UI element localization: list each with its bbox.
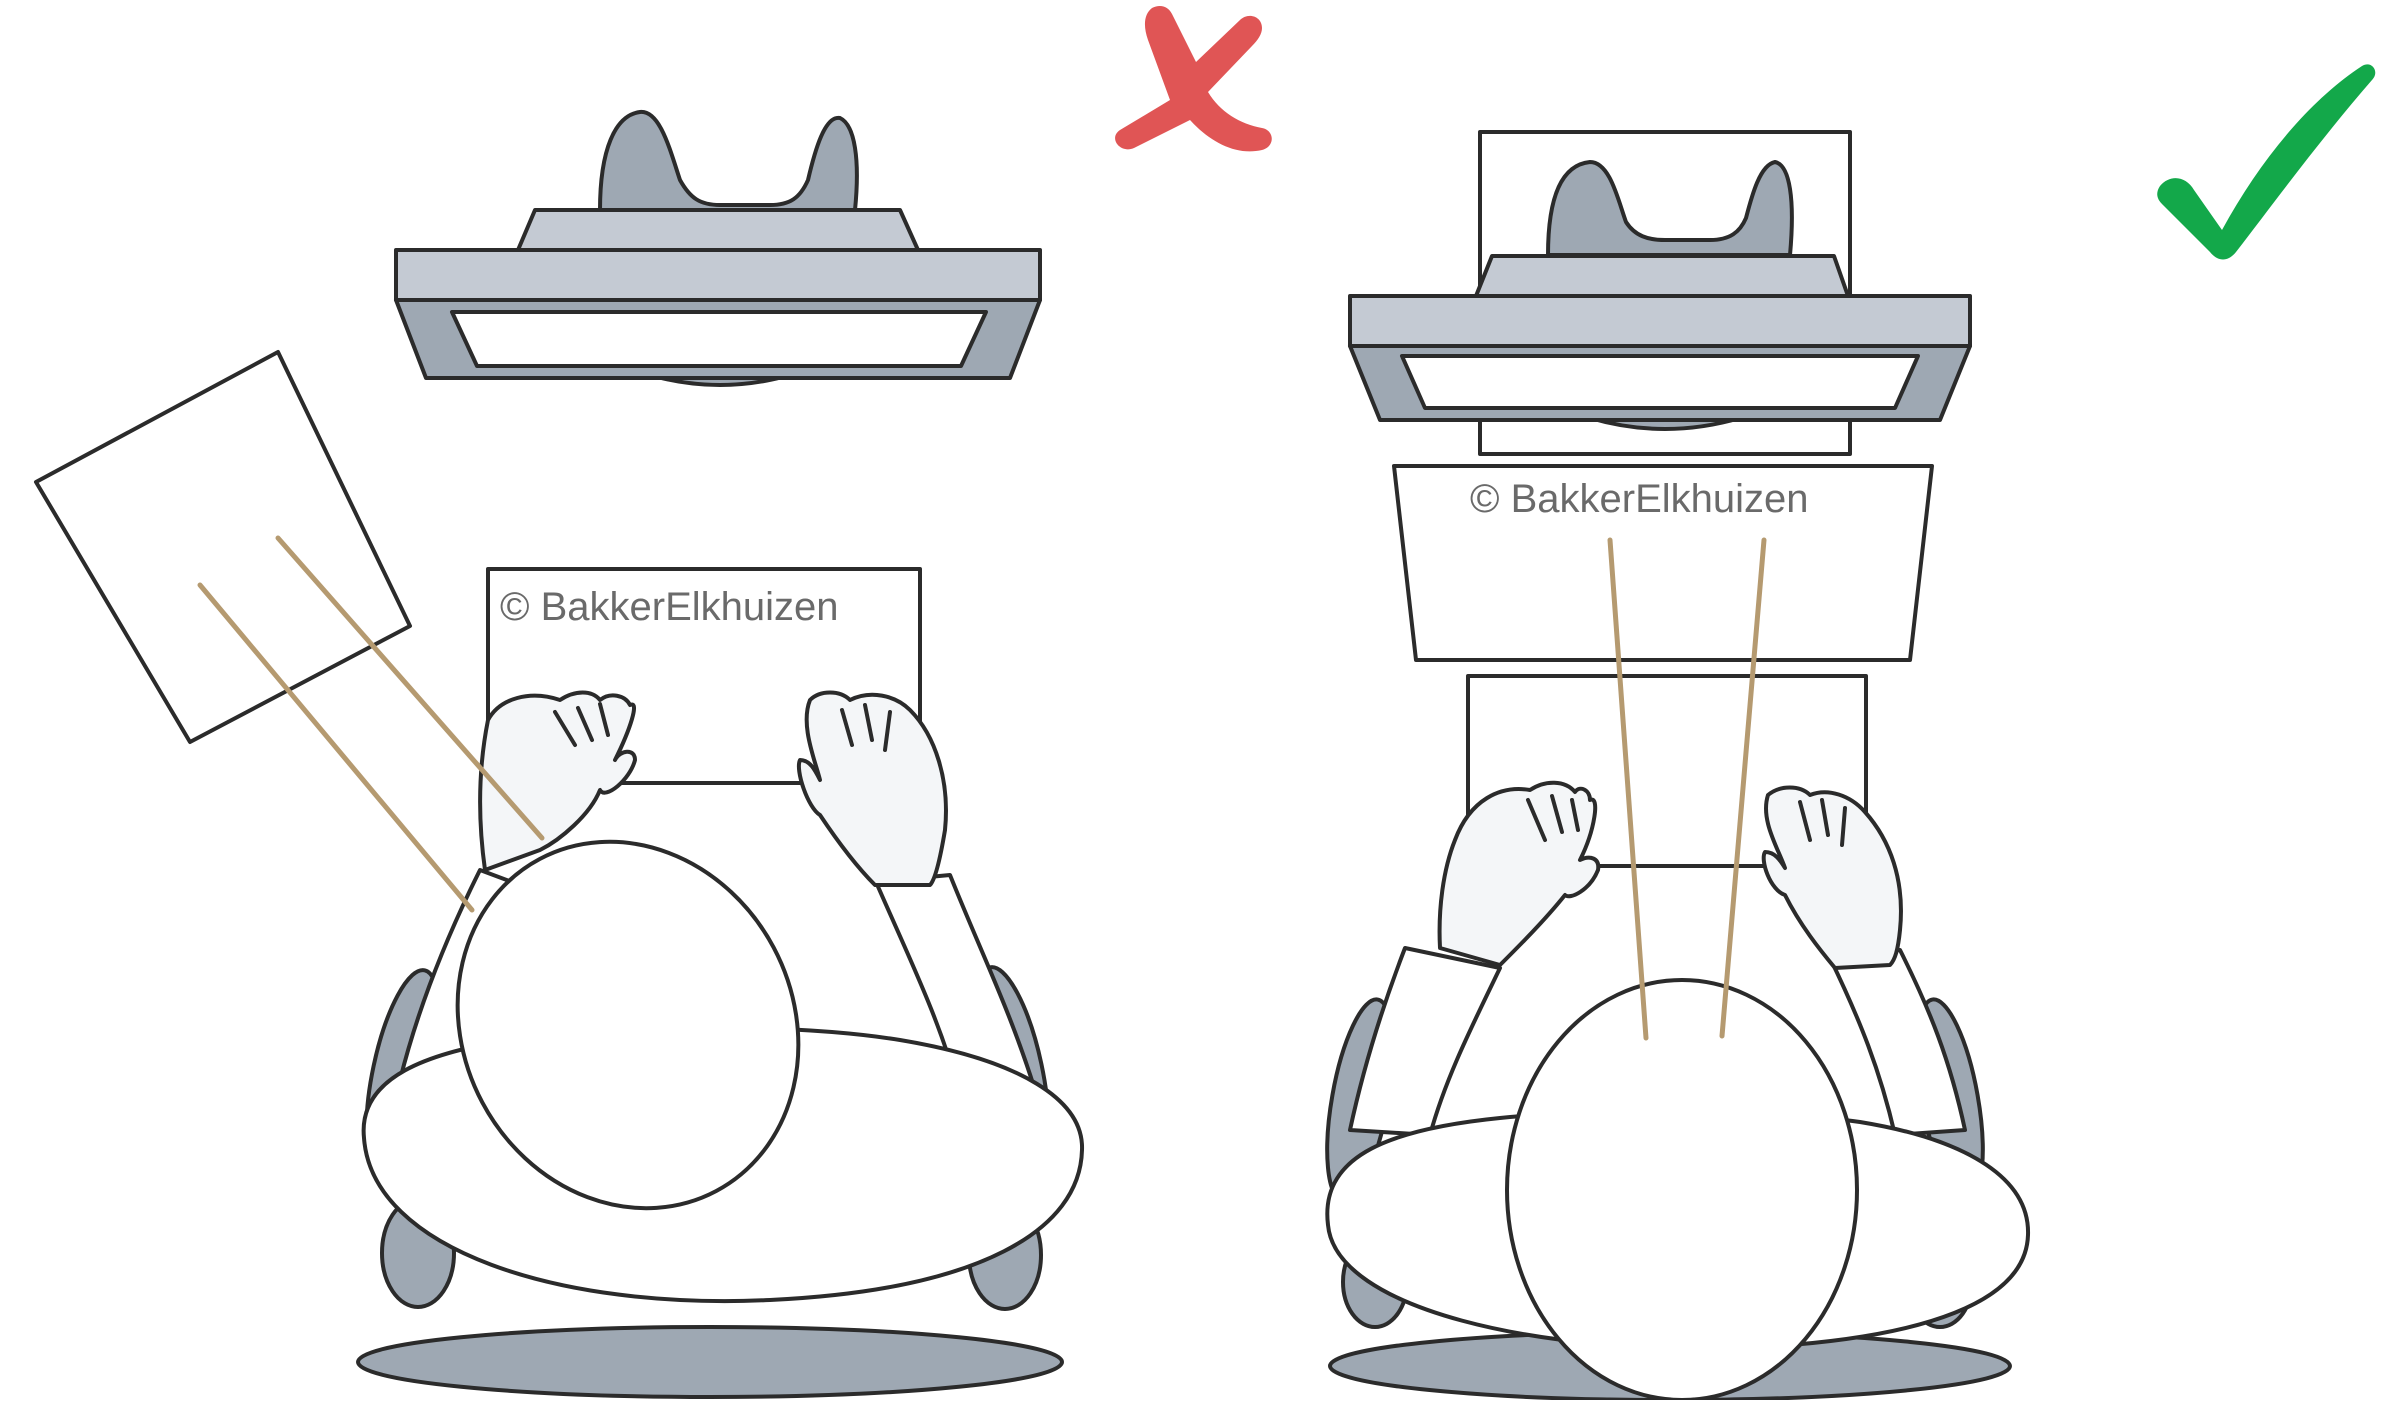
left-hand <box>478 690 637 872</box>
right-hand <box>796 690 948 887</box>
left-arm <box>1348 946 1502 1137</box>
monitor-screen <box>450 310 988 368</box>
monitor <box>1348 130 1972 456</box>
panel-wrong: © BakkerElkhuizen <box>34 6 1272 1399</box>
monitor-stand <box>1546 160 1794 257</box>
monitor-stand <box>598 110 859 212</box>
panel-correct: © BakkerElkhuizen <box>1325 64 2376 1402</box>
head <box>455 839 801 1211</box>
monitor-back <box>516 208 920 252</box>
document-holder <box>1392 464 1934 662</box>
left-hand-fingers <box>1526 794 1580 842</box>
sightline-right <box>1719 537 1767 1039</box>
cross-mark-icon <box>1115 6 1272 152</box>
sightline-left <box>1607 537 1649 1041</box>
document-holder <box>34 350 412 744</box>
watermark: © BakkerElkhuizen <box>1470 477 1809 521</box>
right-hand-fingers <box>840 703 892 752</box>
check-mark-icon <box>2157 64 2376 260</box>
right-arm <box>1828 948 1967 1137</box>
sightline-left <box>197 582 475 913</box>
left-hand-fingers <box>553 702 610 747</box>
floor-shadow <box>356 1325 1064 1399</box>
left-hand <box>1437 780 1601 967</box>
sightline-right <box>275 535 545 841</box>
monitor-screen <box>1400 354 1920 410</box>
monitor-top <box>394 248 1042 302</box>
watermark: © BakkerElkhuizen <box>500 585 839 629</box>
right-hand-fingers <box>1798 798 1847 847</box>
monitor <box>394 110 1042 387</box>
head <box>1505 978 1859 1402</box>
monitor-back <box>1474 254 1850 298</box>
right-hand <box>1761 785 1903 970</box>
monitor-top <box>1348 294 1972 348</box>
